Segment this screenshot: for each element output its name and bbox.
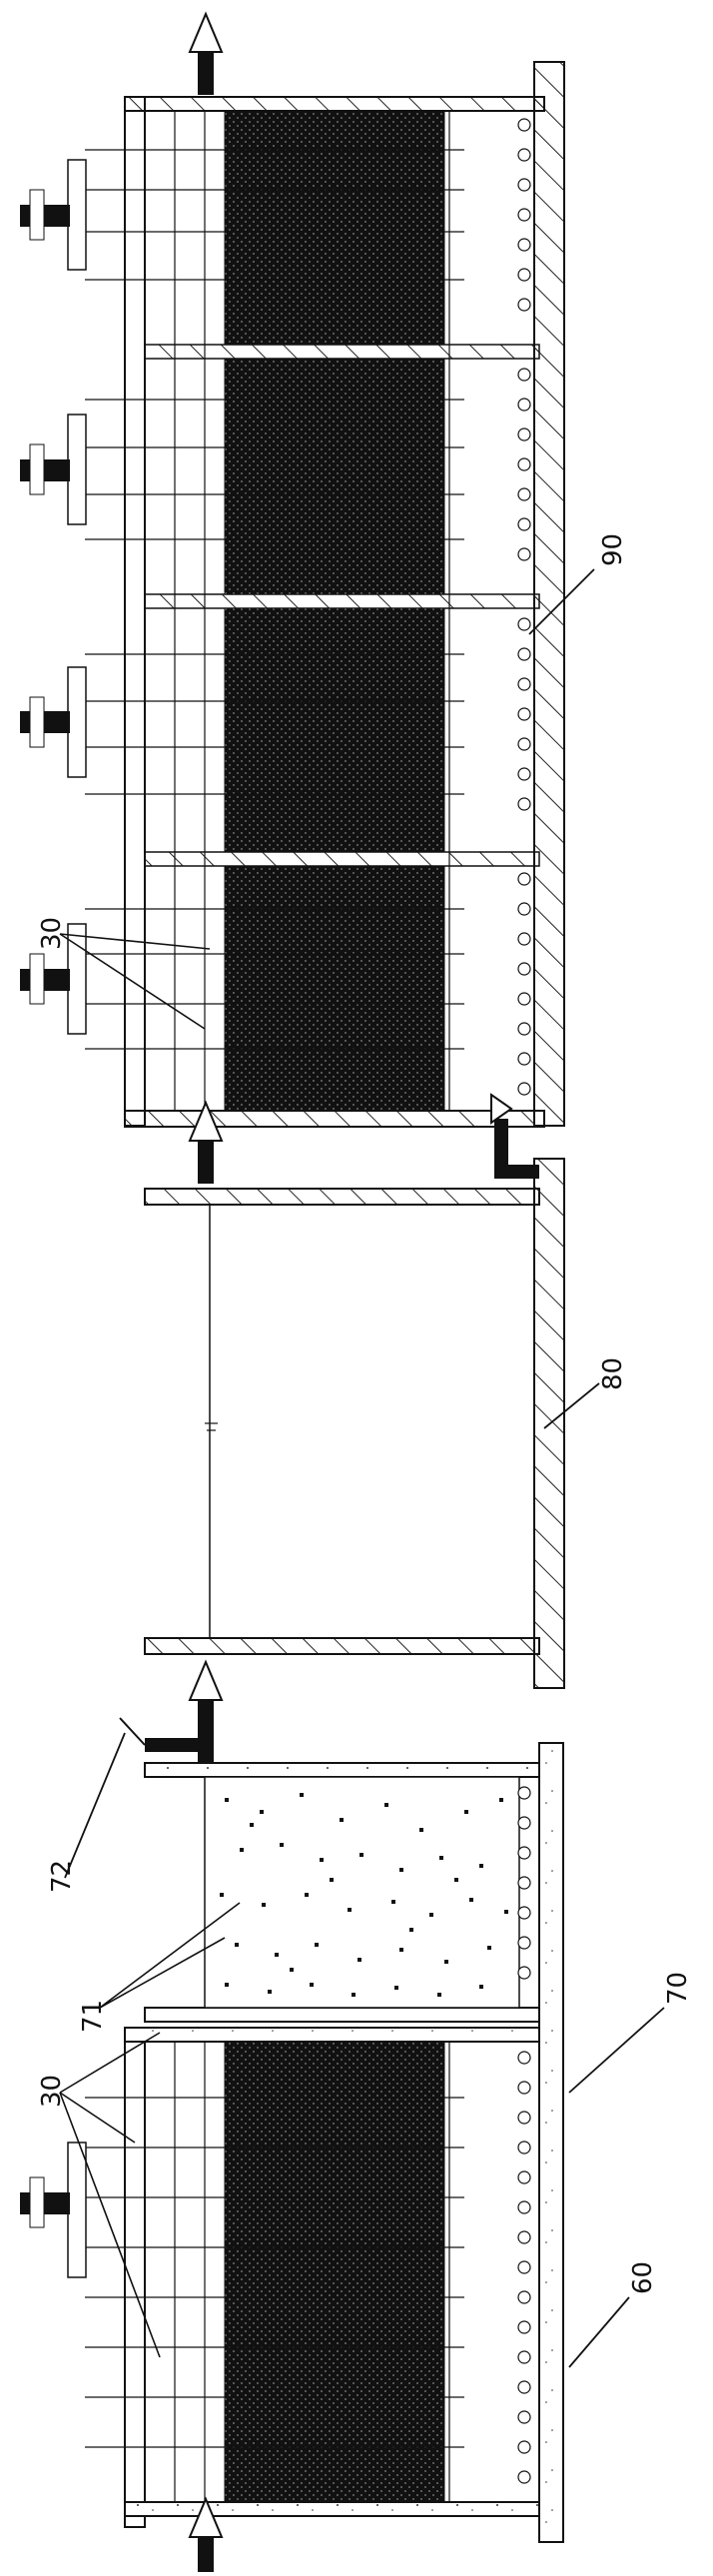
aeration-diffuser-icon — [517, 1786, 531, 1980]
upper-top-wall — [124, 96, 545, 112]
label-90: 90 — [598, 533, 628, 566]
label-72-group: 72 — [47, 1732, 126, 1893]
media-particles-71 — [220, 1793, 508, 1997]
arrow-icon — [490, 1093, 539, 1179]
label-30-lower-group: 30 — [37, 2032, 161, 2358]
upper-left-wall — [124, 96, 146, 1127]
base-slab — [538, 1742, 564, 2543]
label-70-group: 70 — [568, 1972, 693, 2094]
label-30-upper: 30 — [37, 917, 67, 950]
media-block-2 — [224, 358, 445, 595]
media-block-1 — [224, 110, 445, 346]
arrow-icon — [188, 2496, 224, 2572]
upper-bottom-wall — [124, 1110, 545, 1128]
label-80-group: 80 — [543, 1357, 628, 1429]
label-70: 70 — [663, 1972, 693, 2005]
label-60-group: 60 — [568, 2261, 658, 2368]
valve-icon — [20, 2142, 87, 2278]
label-80: 80 — [598, 1357, 628, 1390]
arrow-icon — [188, 1100, 224, 1184]
reactor-tank-70 — [144, 1762, 540, 2023]
label-71: 71 — [78, 2000, 108, 2033]
media-block-3 — [224, 607, 445, 853]
divider-3 — [144, 851, 540, 867]
aeration-diffuser-icon — [517, 118, 531, 1096]
media-block-4 — [224, 865, 445, 1112]
valve-icon — [20, 666, 87, 778]
lower-filter-unit — [20, 2027, 540, 2528]
label-72: 72 — [47, 1860, 77, 1893]
aeration-diffuser-icon — [517, 2051, 531, 2484]
outlet-pipe-72 — [119, 1717, 205, 1752]
label-90-group: 90 — [528, 533, 628, 635]
label-71-group: 71 — [78, 1902, 241, 2033]
intermediate-tank-80 — [144, 1093, 565, 1689]
valve-icon — [20, 923, 87, 1035]
label-60: 60 — [628, 2261, 658, 2294]
valve-icon — [20, 414, 87, 525]
divider-1 — [144, 344, 540, 360]
divider-2 — [144, 593, 540, 609]
valve-icon — [20, 159, 87, 271]
sedimentation-unit-90 — [20, 11, 565, 1128]
support-rods-upper — [85, 149, 464, 1050]
arrow-icon — [188, 11, 224, 95]
label-30-upper-group: 30 — [37, 917, 211, 1030]
label-30-lower: 30 — [37, 2075, 67, 2108]
